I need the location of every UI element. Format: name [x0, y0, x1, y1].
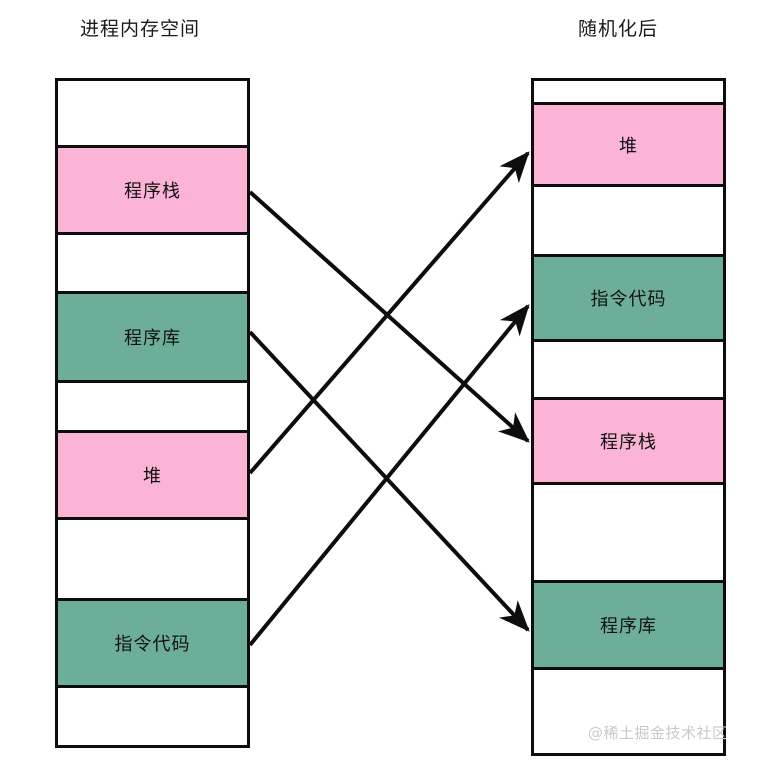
left-column-title: 进程内存空间	[80, 18, 201, 40]
memory-block-empty	[58, 383, 247, 430]
memory-block-stack: 程序栈	[58, 145, 247, 235]
arrow-堆-to-堆	[248, 151, 530, 475]
memory-block-lib: 程序库	[58, 291, 247, 383]
memory-block-label: 指令代码	[114, 634, 191, 655]
right-column-title: 随机化后	[578, 18, 659, 40]
arrow-程序栈-to-程序栈	[248, 190, 530, 443]
memory-block-label: 堆	[143, 466, 162, 487]
memory-block-stack: 程序栈	[534, 397, 723, 485]
watermark: @稀土掘金技术社区	[588, 724, 728, 742]
memory-block-empty	[534, 485, 723, 580]
memory-block-empty	[58, 235, 247, 291]
memory-block-label: 程序栈	[124, 181, 181, 202]
memory-block-empty	[534, 670, 723, 733]
process-memory-column: 程序栈程序库堆指令代码	[55, 78, 250, 748]
memory-block-label: 程序库	[124, 328, 181, 349]
memory-block-empty	[58, 688, 247, 745]
memory-block-empty	[58, 81, 247, 145]
memory-block-empty	[534, 342, 723, 397]
memory-block-lib: 程序库	[534, 580, 723, 670]
memory-block-code: 指令代码	[58, 598, 247, 688]
memory-block-empty	[534, 81, 723, 102]
memory-block-label: 堆	[619, 135, 638, 157]
randomized-memory-column: 堆指令代码程序栈程序库	[531, 78, 726, 756]
memory-block-label: 指令代码	[590, 289, 667, 310]
memory-block-heap: 堆	[58, 430, 247, 520]
memory-block-label: 程序库	[600, 616, 657, 637]
mapping-arrows	[248, 151, 530, 647]
memory-block-label: 程序栈	[600, 432, 657, 453]
memory-block-empty	[58, 520, 247, 598]
memory-block-heap: 堆	[534, 102, 723, 187]
arrow-程序库-to-程序库	[248, 330, 530, 632]
memory-block-empty	[534, 187, 723, 254]
arrow-指令代码-to-指令代码	[248, 304, 530, 647]
memory-block-code: 指令代码	[534, 254, 723, 342]
